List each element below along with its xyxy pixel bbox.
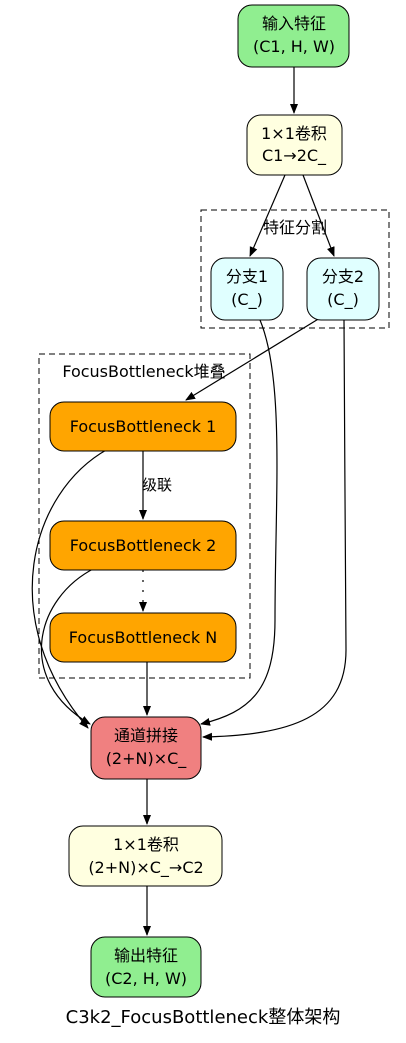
- input-node-title: 输入特征: [262, 14, 326, 33]
- focus-bottleneck-n-node: FocusBottleneck N: [49, 612, 237, 663]
- focus-bottleneck-n-label: FocusBottleneck N: [69, 628, 217, 647]
- concat-node-channels: (2+N)×C_: [106, 749, 188, 769]
- branch1-node-channels: (C_): [231, 290, 263, 310]
- branch2-node-title: 分支2: [322, 267, 364, 286]
- focus-bottleneck-stack-cluster-label: FocusBottleneck堆叠: [62, 362, 225, 381]
- focus-bottleneck-2-label: FocusBottleneck 2: [70, 536, 217, 555]
- edge-branch2-direct-to-concat: [202, 319, 347, 741]
- edge-branch1-to-concat: [200, 319, 278, 726]
- input-node: 输入特征 (C1, H, W): [237, 4, 350, 68]
- edge-fb2-to-concat: [40, 567, 96, 725]
- output-node: 输出特征 (C2, H, W): [90, 936, 202, 998]
- edge-label-cascade: 级联: [142, 476, 172, 494]
- feature-split-cluster: 特征分割: [200, 209, 390, 329]
- conv1-node-title: 1×1卷积: [261, 124, 327, 143]
- branch1-node: 分支1 (C_): [210, 257, 284, 321]
- branch2-node: 分支2 (C_): [306, 257, 380, 321]
- edges: [31, 67, 347, 936]
- input-node-shape: (C1, H, W): [253, 37, 335, 56]
- conv2-node-detail: (2+N)×C_→C2: [88, 858, 203, 878]
- focus-bottleneck-1-node: FocusBottleneck 1: [49, 401, 237, 452]
- focus-bottleneck-2-node: FocusBottleneck 2: [49, 520, 237, 571]
- edge-branch2-to-fb1: [185, 317, 321, 401]
- concat-node-title: 通道拼接: [114, 726, 178, 745]
- conv2-node-title: 1×1卷积: [113, 835, 179, 854]
- output-node-title: 输出特征: [114, 946, 178, 965]
- focus-bottleneck-stack-cluster: FocusBottleneck堆叠: [38, 353, 251, 679]
- output-node-shape: (C2, H, W): [105, 969, 187, 988]
- focus-bottleneck-1-label: FocusBottleneck 1: [70, 417, 217, 436]
- edge-fb1-to-concat: [31, 448, 109, 729]
- feature-split-cluster-label: 特征分割: [263, 218, 327, 237]
- diagram-caption: C3k2_FocusBottleneck整体架构: [66, 1007, 341, 1028]
- conv1-node: 1×1卷积 C1→2C_: [246, 114, 343, 176]
- branch2-node-channels: (C_): [327, 290, 359, 310]
- concat-node: 通道拼接 (2+N)×C_: [90, 716, 202, 780]
- branch1-node-title: 分支1: [226, 267, 268, 286]
- conv2-node: 1×1卷积 (2+N)×C_→C2: [68, 825, 223, 887]
- edge-conv1-to-branch1: [249, 174, 286, 257]
- conv1-node-detail: C1→2C_: [262, 146, 327, 166]
- edge-conv1-to-branch2: [302, 174, 335, 257]
